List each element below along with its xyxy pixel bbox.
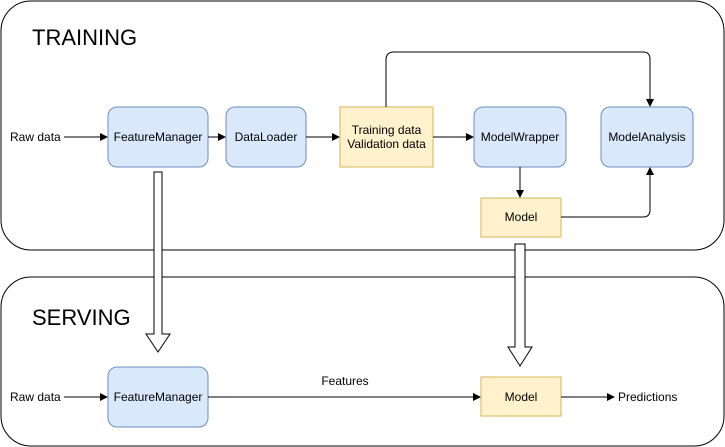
predictions-label: Predictions (618, 390, 677, 404)
features-label: Features (321, 374, 368, 388)
model-analysis-label: ModelAnalysis (608, 130, 685, 144)
serving-model-label: Model (505, 390, 538, 404)
training-model-box (480, 197, 562, 238)
training-feature-manager-label: FeatureManager (114, 130, 203, 144)
dataset-box (339, 106, 434, 168)
training-title: TRAINING (32, 25, 137, 50)
transfer-arrow-model (507, 243, 533, 367)
serving-title: SERVING (32, 305, 131, 330)
dataset-label-line1: Training data (352, 123, 422, 137)
serving-feature-manager-label: FeatureManager (114, 390, 203, 404)
dataloader-label: DataLoader (235, 130, 298, 144)
model-wrapper-label: ModelWrapper (481, 130, 559, 144)
arrow-model-to-model-analysis (561, 167, 654, 218)
serving-raw-data-label: Raw data (10, 390, 61, 404)
transfer-arrow-feature-manager (145, 171, 171, 353)
dataset-label-line2: Validation data (347, 137, 426, 151)
training-raw-data-label: Raw data (10, 130, 61, 144)
arrow-dataset-to-model-analysis (385, 51, 654, 107)
training-model-label: Model (505, 210, 538, 224)
